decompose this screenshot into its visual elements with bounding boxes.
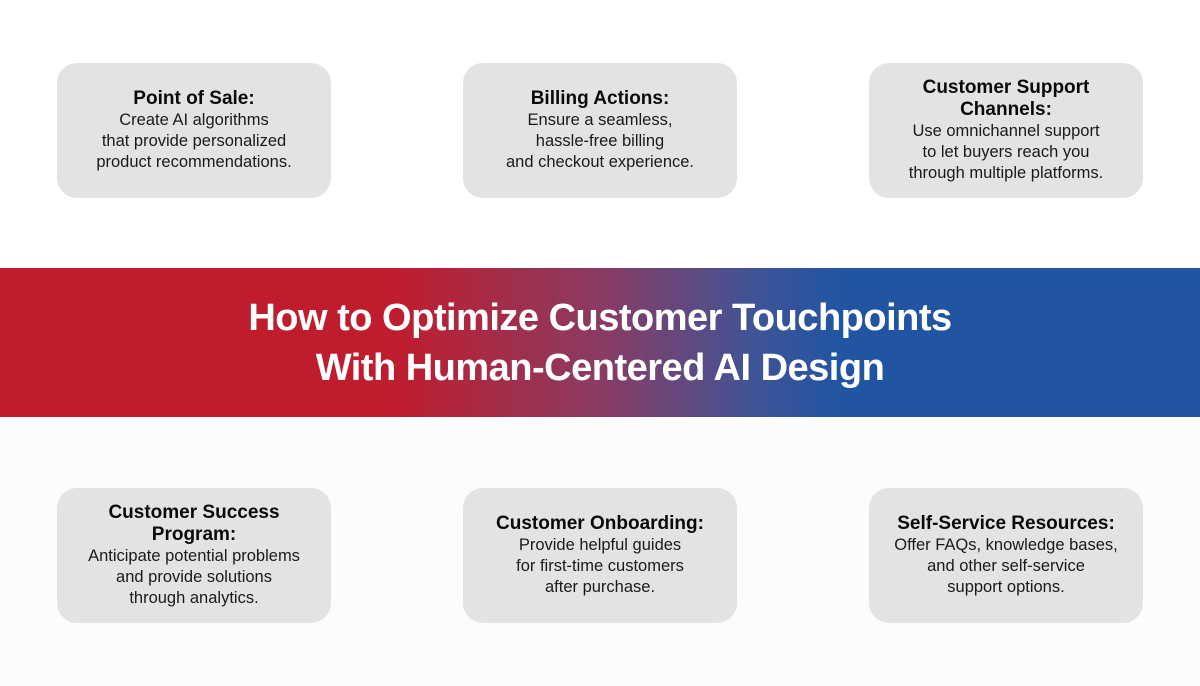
card-desc-line: and provide solutions (116, 568, 272, 586)
card-desc-line: hassle-free billing (535, 132, 665, 150)
card-desc-line: after purchase. (544, 578, 656, 596)
card-title: Program: (151, 524, 237, 545)
card-self-service-resources: Self-Service Resources: Offer FAQs, know… (869, 488, 1143, 623)
card-point-of-sale: Point of Sale: Create AI algorithms that… (57, 63, 331, 198)
card-desc-line: support options. (947, 578, 1065, 596)
card-title: Customer Support (922, 77, 1090, 98)
card-title: Billing Actions: (530, 88, 670, 109)
banner-title-line-2: With Human-Centered AI Design (315, 346, 885, 389)
card-desc-line: that provide personalized (101, 132, 287, 150)
card-desc-line: and checkout experience. (505, 153, 695, 171)
card-desc-line: Use omnichannel support (912, 122, 1100, 140)
card-billing-actions: Billing Actions: Ensure a seamless, hass… (463, 63, 737, 198)
card-title: Customer Success (108, 502, 280, 523)
banner-title-line-1: How to Optimize Customer Touchpoints (248, 296, 952, 339)
title-banner: How to Optimize Customer Touchpoints Wit… (0, 268, 1200, 417)
card-title: Customer Onboarding: (496, 513, 704, 534)
card-title: Point of Sale: (133, 88, 255, 109)
card-desc-line: product recommendations. (96, 153, 292, 171)
card-title: Channels: (960, 99, 1052, 120)
card-customer-support-channels: Customer Support Channels: Use omnichann… (869, 63, 1143, 198)
card-desc-line: through analytics. (129, 589, 259, 607)
card-desc-line: and other self-service (927, 557, 1085, 575)
card-customer-onboarding: Customer Onboarding: Provide helpful gui… (463, 488, 737, 623)
card-title: Self-Service Resources: (897, 513, 1115, 534)
card-desc-line: Provide helpful guides (518, 536, 682, 554)
card-desc-line: through multiple platforms. (908, 164, 1104, 182)
card-desc-line: Create AI algorithms (119, 111, 269, 129)
card-desc-line: to let buyers reach you (922, 143, 1090, 161)
card-desc-line: for first-time customers (516, 557, 684, 575)
card-desc-line: Offer FAQs, knowledge bases, (894, 536, 1118, 554)
card-customer-success-program: Customer Success Program: Anticipate pot… (57, 488, 331, 623)
card-desc-line: Ensure a seamless, (527, 111, 673, 129)
card-desc-line: Anticipate potential problems (88, 547, 300, 565)
